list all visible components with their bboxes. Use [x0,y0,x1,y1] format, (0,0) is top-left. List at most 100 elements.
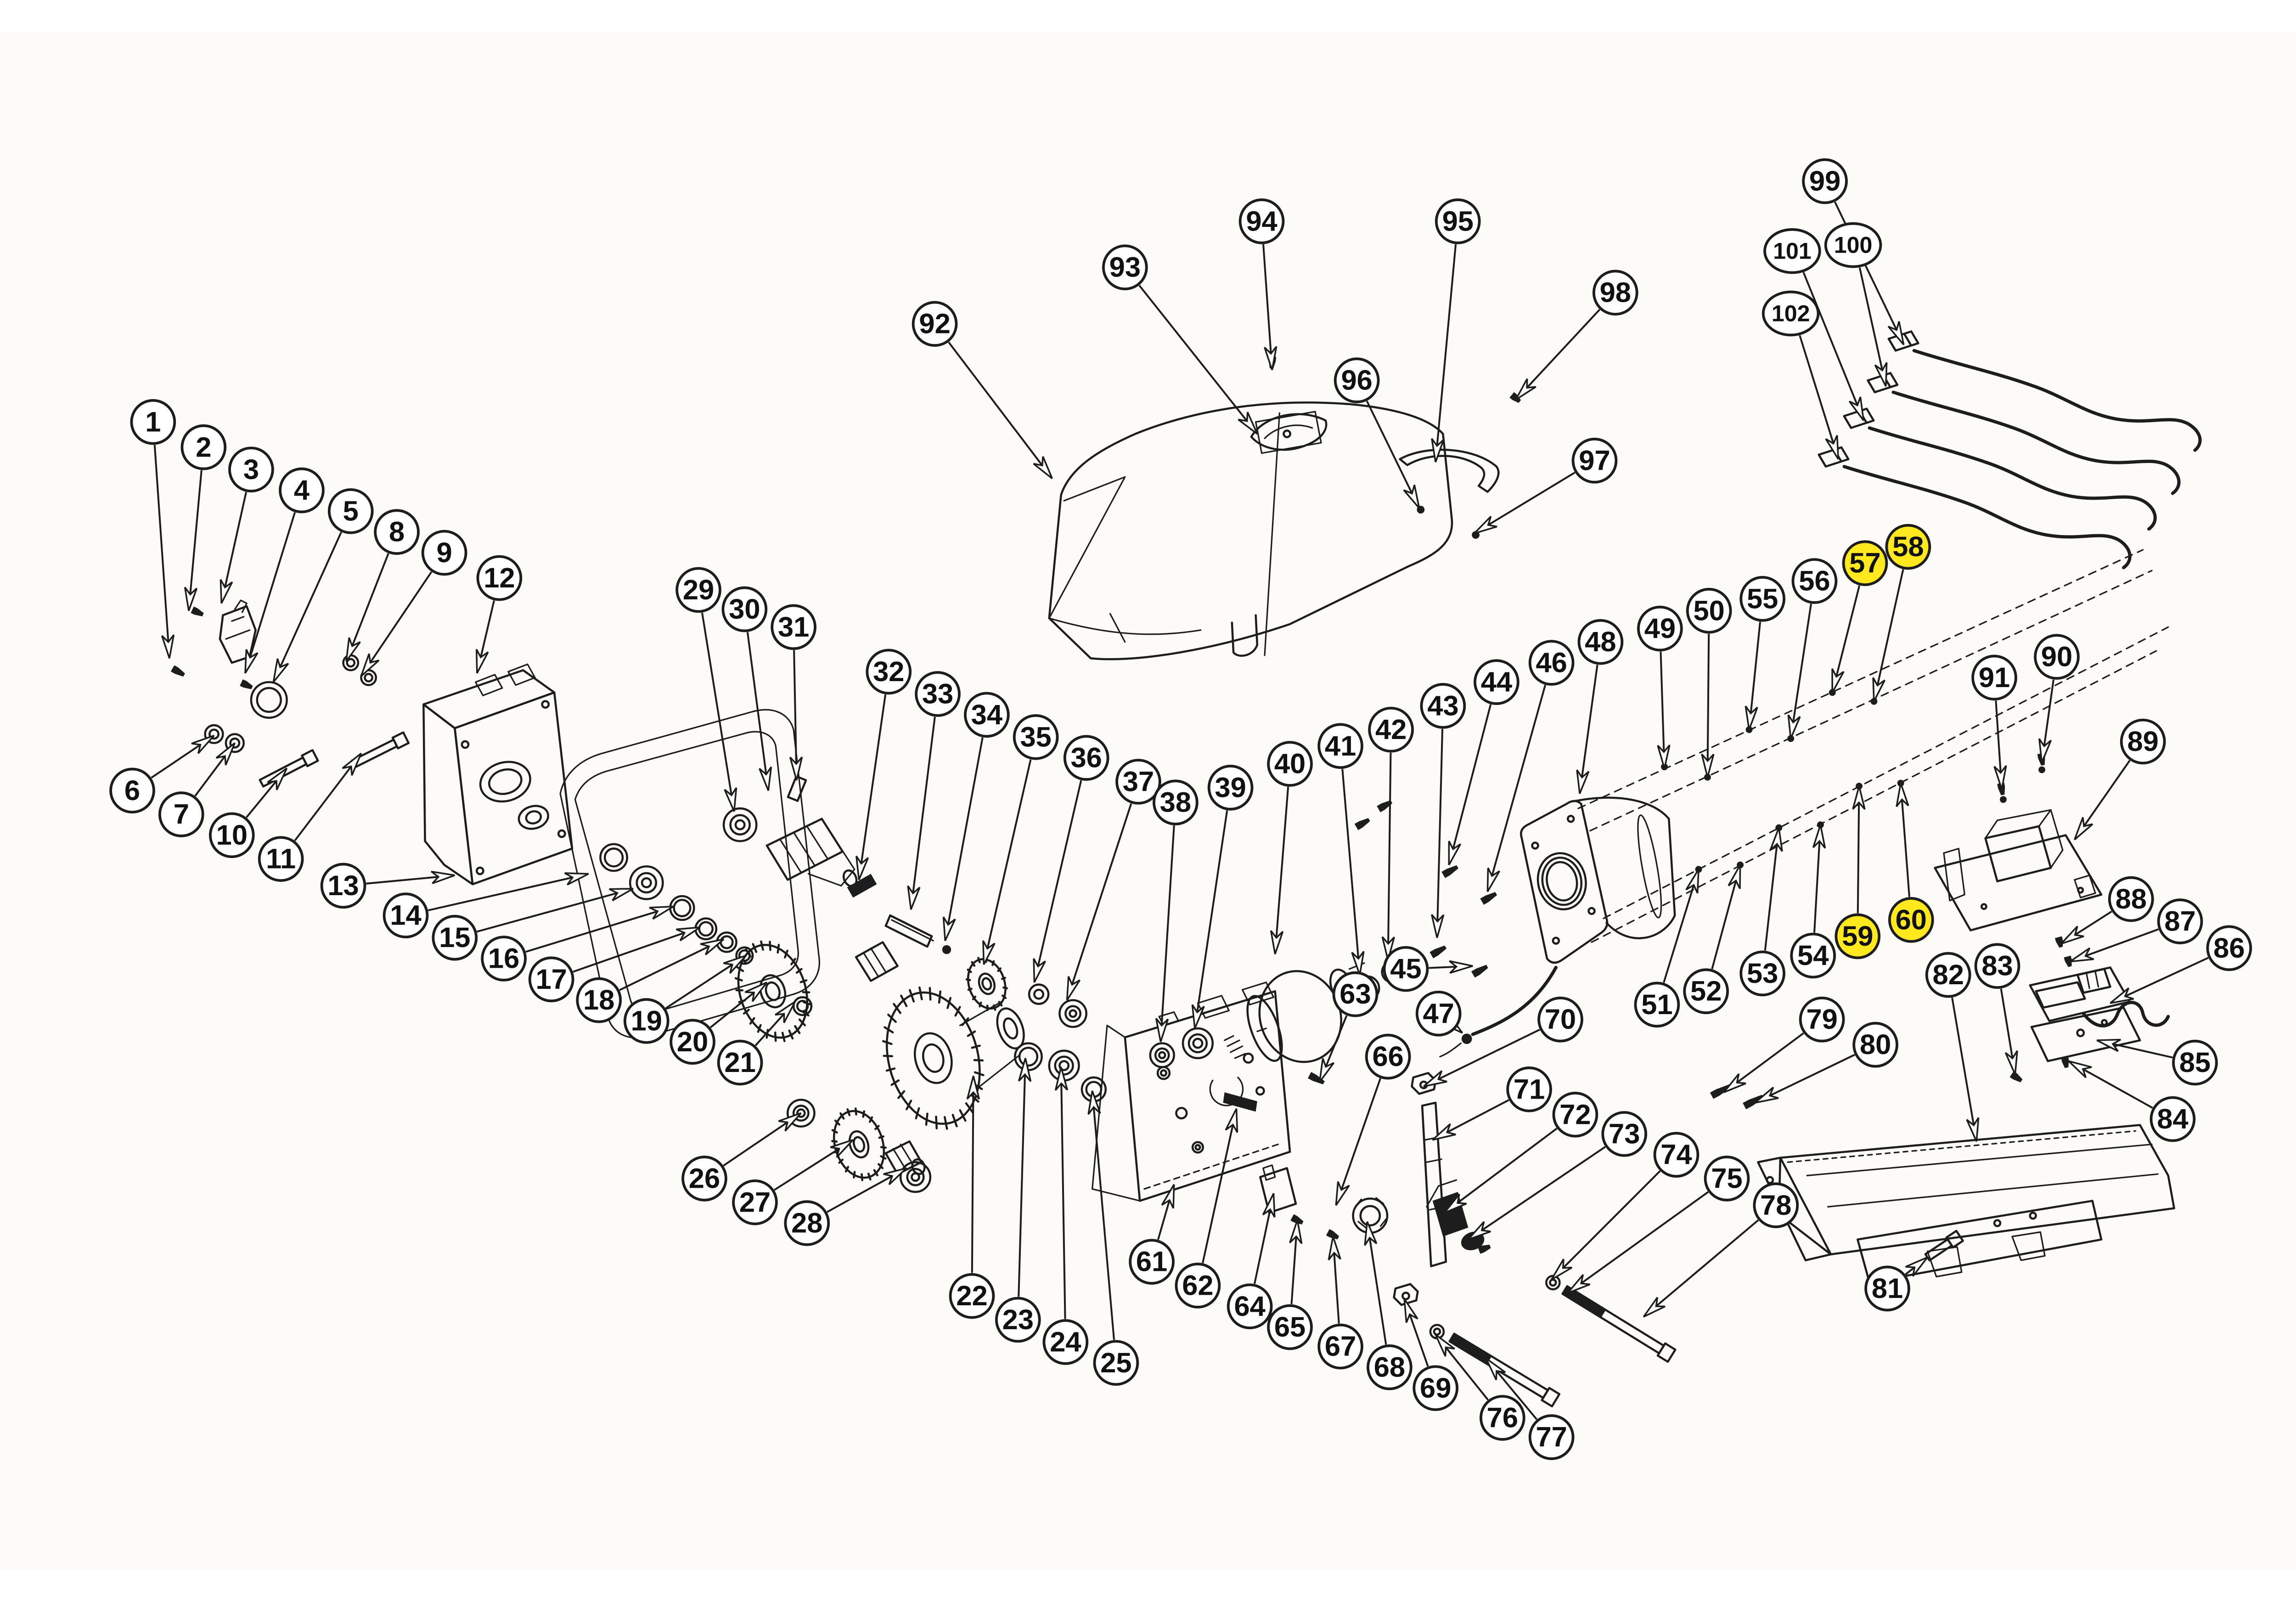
balloon-circle-65[interactable] [1267,1304,1313,1350]
balloon-98[interactable]: 98 [1592,270,1638,316]
balloon-9[interactable]: 9 [421,530,467,576]
balloon-circle-100[interactable] [1824,222,1882,268]
balloon-circle-60[interactable] [1888,897,1934,943]
balloon-circle-42[interactable] [1368,706,1414,753]
balloon-100[interactable]: 100 [1824,222,1882,268]
balloon-40[interactable]: 40 [1267,741,1313,787]
balloon-circle-58[interactable] [1885,524,1931,570]
balloon-circle-72[interactable] [1552,1092,1598,1138]
balloon-circle-9[interactable] [421,530,467,576]
balloon-circle-5[interactable] [327,488,374,534]
balloon-circle-86[interactable] [2206,925,2252,971]
balloon-circle-41[interactable] [1317,723,1363,769]
balloon-circle-95[interactable] [1435,198,1481,244]
balloon-circle-27[interactable] [732,1179,778,1225]
balloon-circle-26[interactable] [681,1156,727,1202]
balloon-circle-18[interactable] [576,977,622,1023]
balloon-circle-63[interactable] [1332,971,1379,1017]
balloon-88[interactable]: 88 [2108,876,2154,922]
balloon-33[interactable]: 33 [915,671,961,717]
balloon-circle-81[interactable] [1864,1265,1910,1312]
balloon-circle-74[interactable] [1653,1132,1699,1178]
balloon-circle-14[interactable] [383,892,429,939]
balloon-circle-24[interactable] [1042,1319,1089,1365]
balloon-circle-50[interactable] [1686,587,1732,634]
balloon-59[interactable]: 59 [1835,913,1881,959]
balloon-circle-97[interactable] [1571,438,1618,484]
balloon-circle-51[interactable] [1634,982,1680,1028]
balloon-39[interactable]: 39 [1207,765,1254,811]
balloon-41[interactable]: 41 [1317,723,1363,769]
balloon-circle-79[interactable] [1799,996,1845,1043]
balloon-95[interactable]: 95 [1435,198,1481,244]
balloon-14[interactable]: 14 [383,892,429,939]
balloon-circle-77[interactable] [1528,1414,1575,1460]
balloon-77[interactable]: 77 [1528,1414,1575,1460]
balloon-38[interactable]: 38 [1153,779,1199,826]
balloon-52[interactable]: 52 [1683,968,1729,1015]
balloon-circle-3[interactable] [228,446,274,493]
balloon-circle-66[interactable] [1365,1033,1411,1080]
balloon-61[interactable]: 61 [1129,1239,1175,1285]
balloon-circle-71[interactable] [1506,1066,1552,1112]
balloon-circle-62[interactable] [1175,1263,1221,1309]
balloon-3[interactable]: 3 [228,446,274,493]
balloon-23[interactable]: 23 [995,1297,1041,1343]
balloon-36[interactable]: 36 [1063,735,1109,781]
balloon-80[interactable]: 80 [1852,1021,1898,1068]
balloon-circle-56[interactable] [1791,558,1838,604]
balloon-90[interactable]: 90 [2034,634,2080,680]
balloon-circle-48[interactable] [1577,619,1624,665]
balloon-circle-53[interactable] [1739,950,1786,997]
balloon-25[interactable]: 25 [1093,1340,1139,1386]
balloon-circle-67[interactable] [1317,1323,1363,1370]
balloon-2[interactable]: 2 [180,424,227,470]
balloon-81[interactable]: 81 [1864,1265,1910,1312]
balloon-circle-29[interactable] [675,567,721,613]
balloon-54[interactable]: 54 [1790,932,1836,979]
balloon-71[interactable]: 71 [1506,1066,1552,1112]
balloon-circle-15[interactable] [432,914,478,961]
balloon-circle-22[interactable] [949,1273,995,1319]
balloon-29[interactable]: 29 [675,567,721,613]
balloon-4[interactable]: 4 [279,467,325,513]
balloon-circle-13[interactable] [320,863,366,909]
balloon-circle-46[interactable] [1528,640,1575,686]
balloon-circle-59[interactable] [1835,913,1881,959]
balloon-73[interactable]: 73 [1601,1111,1648,1157]
balloon-circle-21[interactable] [717,1039,763,1086]
balloon-circle-12[interactable] [476,555,523,601]
balloon-circle-7[interactable] [158,791,204,837]
balloon-72[interactable]: 72 [1552,1092,1598,1138]
balloon-91[interactable]: 91 [1971,654,2017,701]
balloon-circle-39[interactable] [1207,765,1254,811]
balloon-34[interactable]: 34 [964,692,1010,738]
balloon-35[interactable]: 35 [1013,714,1059,760]
balloon-58[interactable]: 58 [1885,524,1931,570]
balloon-87[interactable]: 87 [2157,898,2203,944]
balloon-circle-55[interactable] [1739,576,1786,622]
balloon-circle-32[interactable] [866,649,912,695]
balloon-84[interactable]: 84 [2150,1096,2196,1142]
balloon-circle-30[interactable] [721,586,768,632]
balloon-circle-94[interactable] [1238,198,1285,244]
balloon-circle-34[interactable] [964,692,1010,738]
balloon-circle-92[interactable] [912,301,958,347]
balloon-7[interactable]: 7 [158,791,204,837]
balloon-circle-82[interactable] [1925,952,1971,998]
balloon-circle-28[interactable] [784,1200,830,1246]
balloon-circle-4[interactable] [279,467,325,513]
balloon-circle-17[interactable] [528,956,574,1003]
balloon-circle-49[interactable] [1637,605,1683,652]
balloon-circle-73[interactable] [1601,1111,1648,1157]
balloon-49[interactable]: 49 [1637,605,1683,652]
balloon-60[interactable]: 60 [1888,897,1934,943]
balloon-circle-37[interactable] [1115,759,1161,805]
balloon-12[interactable]: 12 [476,555,523,601]
balloon-circle-96[interactable] [1334,357,1380,403]
balloon-6[interactable]: 6 [109,767,155,814]
balloon-43[interactable]: 43 [1420,683,1466,729]
balloon-circle-57[interactable] [1842,540,1888,587]
balloon-circle-36[interactable] [1063,735,1109,781]
balloon-31[interactable]: 31 [771,604,816,650]
